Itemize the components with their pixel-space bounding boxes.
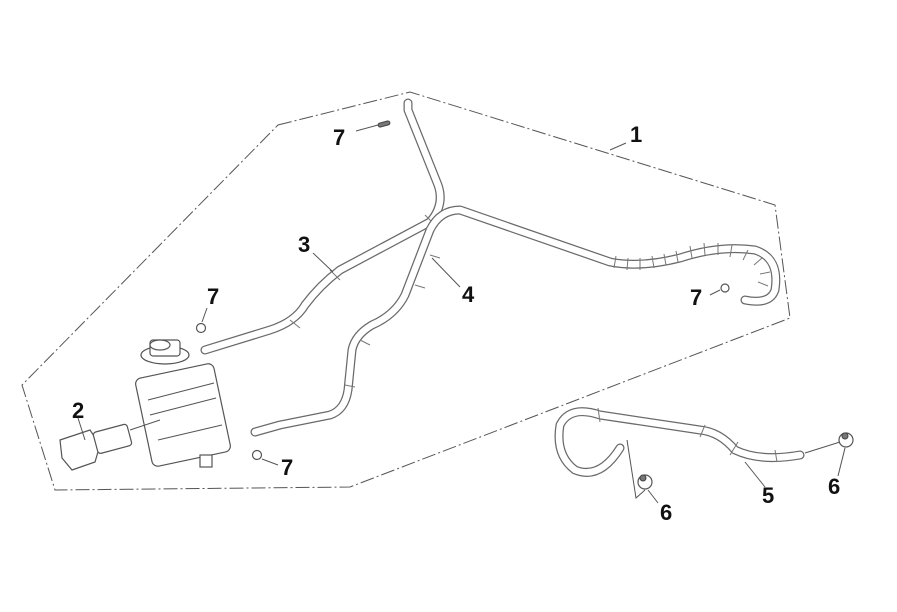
clamp-right[interactable] (804, 432, 854, 454)
callout-7-right: 7 (690, 285, 702, 310)
hose-separate[interactable] (554, 407, 805, 477)
bracket[interactable] (59, 419, 161, 471)
callout-1: 1 (630, 122, 642, 147)
clip-right[interactable] (720, 283, 730, 293)
callout-7-canister-top: 7 (207, 284, 219, 309)
callout-5: 5 (762, 483, 774, 508)
callout-3: 3 (298, 232, 310, 257)
hose-lower[interactable] (250, 205, 781, 437)
assembly-outline (21, 91, 791, 491)
clip-canister-top[interactable] (195, 322, 207, 334)
callout-4: 4 (462, 282, 475, 307)
callout-6-left: 6 (660, 500, 672, 525)
clip-canister-bottom[interactable] (251, 449, 263, 461)
canister[interactable] (135, 339, 232, 468)
hose-upper[interactable] (200, 98, 445, 355)
leader-lines (77, 124, 846, 504)
callout-7-top: 7 (333, 125, 345, 150)
callout-2: 2 (72, 398, 84, 423)
clamp-left[interactable] (626, 439, 653, 499)
clip-top[interactable] (377, 120, 391, 128)
callout-7-canister-bottom: 7 (281, 455, 293, 480)
callout-6-right: 6 (828, 474, 840, 499)
